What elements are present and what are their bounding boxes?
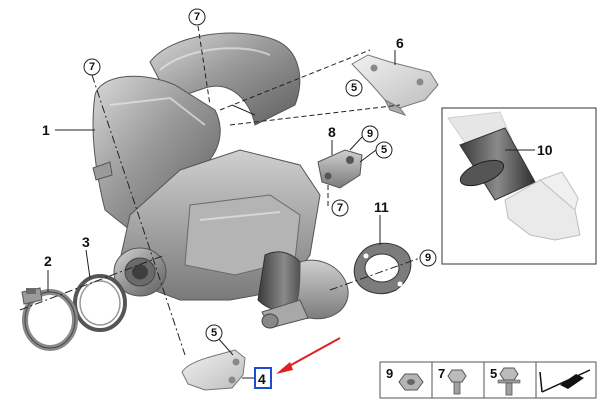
svg-text:7: 7	[194, 11, 200, 23]
catalytic-converter-illustration	[92, 32, 349, 329]
svg-text:5: 5	[211, 327, 217, 339]
svg-text:7: 7	[337, 202, 343, 214]
bracket-part-8-illustration	[317, 149, 363, 189]
circled-callout-5-part4: 5	[205, 324, 223, 342]
circled-callout-9-part8: 9	[361, 125, 379, 143]
bracket-part-4-illustration	[181, 349, 246, 391]
diagonal-arrow-icon	[539, 369, 591, 393]
svg-text:9: 9	[367, 128, 373, 140]
inset-detail-box	[441, 107, 597, 265]
callout-6: 6	[396, 35, 404, 51]
clamp-part-2-illustration	[21, 287, 78, 351]
callout-1: 1	[42, 122, 50, 138]
bolt-icon	[447, 369, 467, 395]
highlight-box-part-4	[254, 367, 272, 389]
fastener-legend: 9 7 5	[379, 361, 597, 399]
circled-callout-5-part8: 5	[375, 141, 393, 159]
svg-text:9: 9	[425, 252, 431, 264]
circled-callout-7-top: 7	[188, 8, 206, 26]
leader-lines	[19, 25, 535, 379]
callout-3: 3	[82, 234, 90, 250]
bracket-part-6-illustration	[351, 54, 439, 116]
circled-callout-5-part6: 5	[345, 79, 363, 97]
svg-text:5: 5	[381, 144, 387, 156]
svg-text:5: 5	[351, 82, 357, 94]
red-pointer-arrow	[276, 337, 341, 374]
gasket-part-11-illustration	[353, 242, 412, 295]
circled-callout-9-gasket: 9	[419, 249, 437, 267]
legend-number-7: 7	[438, 366, 445, 381]
callout-10: 10	[537, 142, 553, 158]
circled-callout-7-mid: 7	[331, 199, 349, 217]
legend-number-5: 5	[490, 366, 497, 381]
legend-number-9: 9	[386, 366, 393, 381]
callout-8: 8	[328, 124, 336, 140]
flange-bolt-icon	[497, 367, 521, 396]
gasket-part-3-illustration	[73, 274, 127, 332]
callout-11: 11	[374, 199, 389, 215]
callout-4: 4	[258, 371, 266, 387]
circled-callout-7-left: 7	[83, 58, 101, 76]
svg-text:7: 7	[89, 61, 95, 73]
callout-2: 2	[44, 253, 52, 269]
nut-icon	[398, 373, 424, 391]
